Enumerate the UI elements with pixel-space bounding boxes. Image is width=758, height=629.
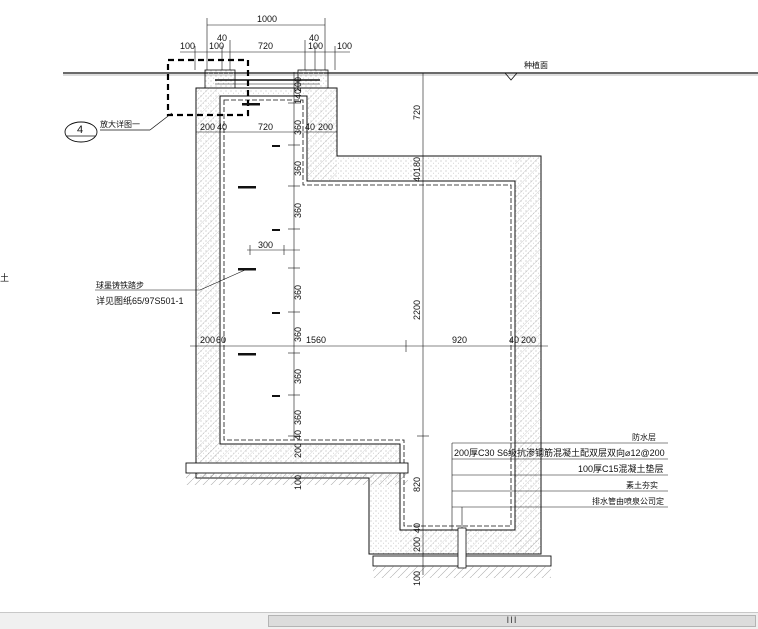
scrollbar-grip-icon: III <box>506 616 518 626</box>
edge-glyph: 土 <box>0 272 9 283</box>
svg-text:100: 100 <box>209 41 224 51</box>
rung-width-dim: 300 <box>258 240 273 250</box>
scrollbar-thumb[interactable]: III <box>268 615 756 627</box>
ladder-rungs: 300 球墨铸铁踏步 详见图纸65/97S501-1 <box>95 103 300 397</box>
svg-text:40: 40 <box>412 523 422 533</box>
svg-text:40: 40 <box>509 335 519 345</box>
svg-text:200: 200 <box>318 122 333 132</box>
svg-text:1560: 1560 <box>306 335 326 345</box>
svg-text:360: 360 <box>293 285 303 300</box>
ladder-reference: 详见图纸65/97S501-1 <box>96 295 184 306</box>
ground-line <box>63 72 758 76</box>
vertical-dimension-chain <box>288 72 300 440</box>
svg-text:40: 40 <box>412 172 422 182</box>
drain-pipe <box>457 527 467 569</box>
svg-text:100: 100 <box>308 41 323 51</box>
svg-text:360: 360 <box>293 369 303 384</box>
svg-text:40: 40 <box>305 122 315 132</box>
spec-wall: 200厚C30 S6级抗渗钢筋混凝土配双层双向⌀12@200 <box>454 447 665 458</box>
svg-text:40: 40 <box>309 33 319 43</box>
svg-text:40: 40 <box>293 430 303 440</box>
right-vertical-dims <box>417 73 429 575</box>
svg-text:2200: 2200 <box>412 300 422 320</box>
spec-drain: 排水管由喷泉公司定 <box>592 496 664 506</box>
spec-soil: 素土夯实 <box>626 480 658 490</box>
svg-text:200: 200 <box>293 77 303 92</box>
svg-text:720: 720 <box>258 122 273 132</box>
svg-text:140: 140 <box>293 89 303 104</box>
upper-width-dims <box>196 126 337 138</box>
svg-text:40: 40 <box>217 122 227 132</box>
svg-text:720: 720 <box>412 105 422 120</box>
manhole-collar <box>204 69 329 89</box>
detail-callout: 4 放大详图一 <box>64 58 250 143</box>
svg-text:200: 200 <box>200 335 215 345</box>
svg-text:60: 60 <box>216 335 226 345</box>
spec-waterproof: 防水层 <box>632 432 656 442</box>
svg-text:100: 100 <box>180 41 195 51</box>
manhole-section-drawing: 种植面 4 放大详图一 <box>0 14 758 586</box>
ground-level-marker: 种植面 <box>504 60 548 81</box>
spec-callout: 防水层 200厚C30 S6级抗渗钢筋混凝土配双层双向⌀12@200 100厚C… <box>451 432 668 565</box>
ladder-label: 球墨铸铁踏步 <box>96 280 144 290</box>
svg-text:200: 200 <box>521 335 536 345</box>
svg-text:200: 200 <box>293 443 303 458</box>
top-dimensions <box>180 18 350 70</box>
svg-text:360: 360 <box>293 203 303 218</box>
svg-text:100: 100 <box>337 41 352 51</box>
svg-text:200: 200 <box>412 537 422 552</box>
svg-text:720: 720 <box>258 41 273 51</box>
svg-text:180: 180 <box>412 157 422 172</box>
svg-text:360: 360 <box>293 161 303 176</box>
svg-text:200: 200 <box>200 122 215 132</box>
svg-text:100: 100 <box>412 571 422 586</box>
svg-text:100: 100 <box>293 475 303 490</box>
middle-width-dims <box>190 340 548 352</box>
detail-number-circle <box>64 121 98 143</box>
ground-level-label: 种植面 <box>524 60 548 70</box>
horizontal-scrollbar[interactable]: III <box>0 612 758 629</box>
detail-label: 放大详图一 <box>100 119 140 129</box>
svg-text:820: 820 <box>412 477 422 492</box>
svg-text:40: 40 <box>217 33 227 43</box>
vertical-dimension-labels: 200 140 360 360 360 360 360 360 360 <box>293 77 303 425</box>
svg-text:920: 920 <box>452 335 467 345</box>
svg-text:360: 360 <box>293 327 303 342</box>
detail-number: 4 <box>77 124 83 136</box>
spec-base: 100厚C15混凝土垫层 <box>578 463 664 474</box>
svg-text:360: 360 <box>293 410 303 425</box>
svg-text:1000: 1000 <box>257 14 277 24</box>
svg-text:360: 360 <box>293 120 303 135</box>
top-dimension-labels: 1000 100 100 40 720 40 100 100 <box>180 14 352 51</box>
